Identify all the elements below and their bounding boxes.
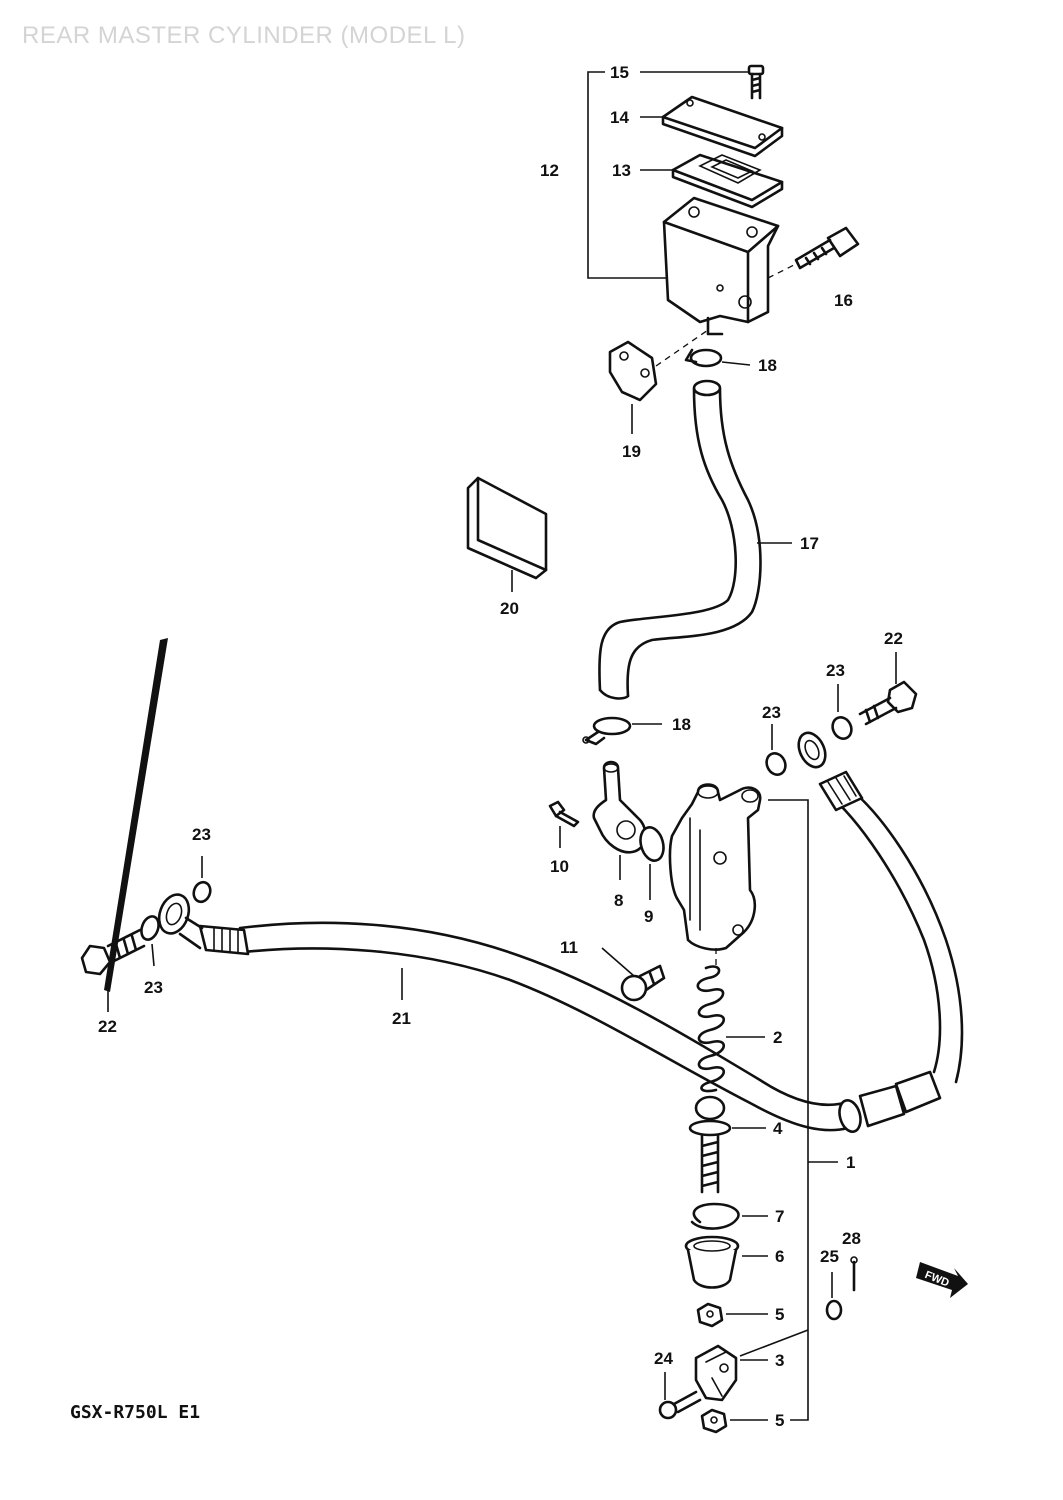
piston-spring (696, 948, 765, 1093)
callout-22-right: 22 (884, 629, 903, 648)
reservoir-diaphragm (671, 153, 784, 209)
reservoir-body (662, 196, 780, 336)
circlip (690, 1202, 768, 1230)
callout-16: 16 (834, 291, 853, 310)
callout-6: 6 (775, 1247, 784, 1266)
callout-17: 17 (800, 534, 819, 553)
reservoir-gasket (608, 329, 709, 434)
banjo-fitting-left (157, 893, 204, 950)
washer-left-b (140, 915, 160, 967)
callout-28: 28 (842, 1229, 861, 1248)
hose-joint (592, 760, 647, 880)
callout-7: 7 (775, 1207, 784, 1226)
callout-11: 11 (560, 938, 578, 957)
crop-mark (104, 638, 168, 992)
hose-clamp-lower (582, 716, 662, 746)
callout-25: 25 (820, 1247, 839, 1266)
callout-23-right-b: 23 (826, 661, 845, 680)
callout-12: 12 (540, 161, 559, 180)
callout-19: 19 (622, 442, 641, 461)
callout-9: 9 (644, 907, 653, 926)
lock-nut-upper (696, 1302, 768, 1328)
banjo-bolt-right (858, 652, 918, 726)
callout-23-left-b: 23 (144, 978, 163, 997)
washer-right-b (831, 684, 853, 740)
brake-hose-long (198, 921, 850, 1132)
callout-4: 4 (773, 1119, 783, 1138)
callout-5-lower: 5 (775, 1411, 784, 1430)
callout-2: 2 (773, 1028, 782, 1047)
callout-14: 14 (610, 108, 629, 127)
master-cylinder-assembly-bracket (768, 799, 838, 1421)
reservoir-group-bracket (587, 71, 748, 279)
hose-clamp-upper (684, 348, 751, 368)
callout-5-upper: 5 (775, 1305, 784, 1324)
reservoir-cap-screw (747, 64, 765, 100)
o-ring (639, 826, 665, 900)
reservoir-mount-bolt (767, 226, 860, 279)
push-rod (688, 1095, 766, 1194)
reservoir-hose (598, 379, 792, 700)
washer-right-a (765, 724, 787, 776)
banjo-bolt-left (80, 928, 146, 1012)
washer-left-a (192, 856, 212, 904)
lock-nut-lower (700, 1408, 768, 1434)
caution-label (466, 476, 548, 592)
callout-18-upper: 18 (758, 356, 777, 375)
callout-23-left-a: 23 (192, 825, 211, 844)
callout-13: 13 (612, 161, 631, 180)
callout-22-left: 22 (98, 1017, 117, 1036)
callout-15: 15 (610, 63, 629, 82)
brake-hose-right (797, 731, 964, 1133)
callout-8: 8 (614, 891, 623, 910)
dust-boot (684, 1235, 768, 1289)
callout-1: 1 (846, 1153, 855, 1172)
clevis-pin (658, 1372, 702, 1420)
diagram-title: REAR MASTER CYLINDER (MODEL L) (22, 22, 466, 49)
callout-18-lower: 18 (672, 715, 691, 734)
model-code: GSX-R750L E1 (70, 1402, 201, 1423)
master-cylinder-body (668, 783, 762, 951)
callout-21: 21 (392, 1009, 411, 1028)
callout-3: 3 (775, 1351, 784, 1370)
callout-23-right-a: 23 (762, 703, 781, 722)
clevis (694, 1329, 809, 1402)
callout-24: 24 (654, 1349, 673, 1368)
cotter-pin (850, 1256, 858, 1292)
cylinder-mount-bolt (601, 947, 666, 1002)
joint-screw (548, 800, 580, 848)
forward-arrow-icon: FWD (916, 1262, 968, 1298)
pin-washer (825, 1272, 843, 1321)
reservoir-cap (661, 95, 784, 158)
callout-20: 20 (500, 599, 519, 618)
callout-10: 10 (550, 857, 569, 876)
